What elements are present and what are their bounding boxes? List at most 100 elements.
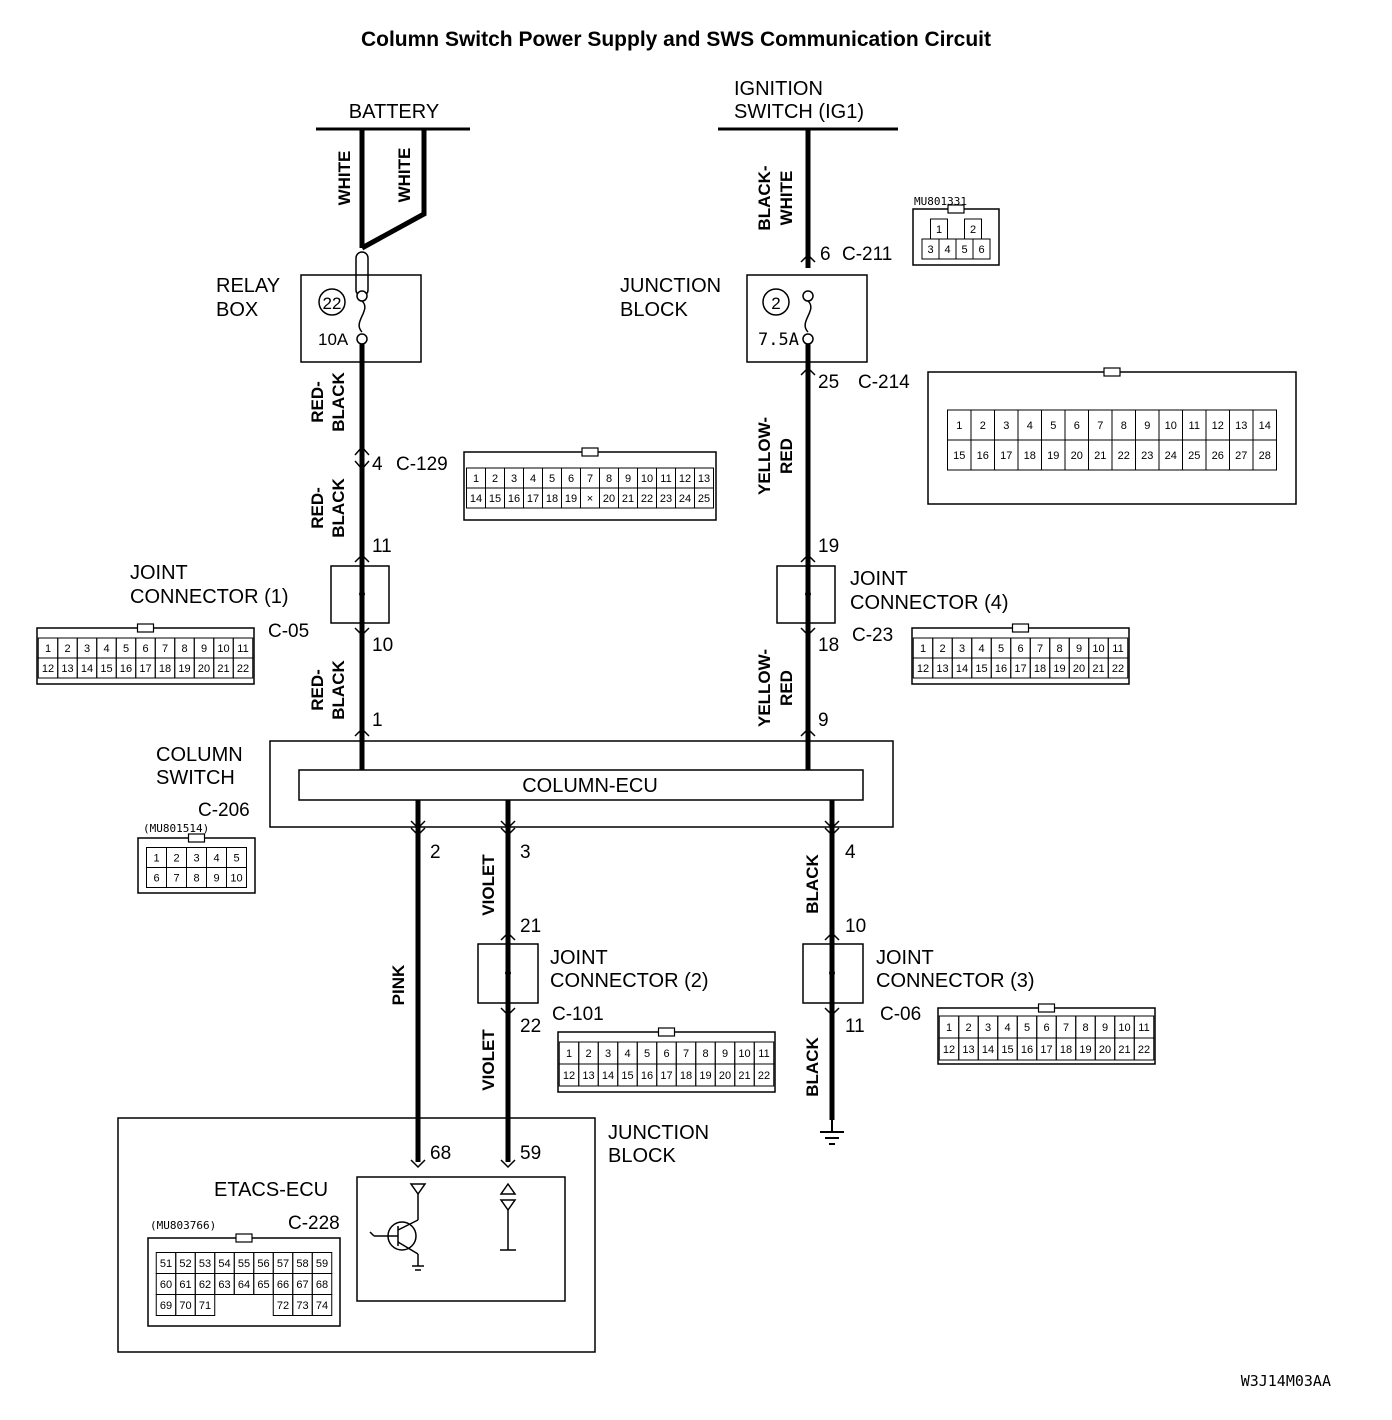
cavity-number: 5 <box>644 1048 650 1060</box>
jb-top-label-1: JUNCTION <box>620 275 721 297</box>
connector-c05-label: C-05 <box>268 621 309 642</box>
cavity-number: 15 <box>975 663 987 675</box>
cavity-number: 14 <box>956 663 968 675</box>
comm-terminal-icon <box>499 1182 517 1251</box>
cavity-number: 5 <box>1024 1022 1030 1034</box>
cavity-number: 12 <box>1212 420 1224 432</box>
cavity-number: 21 <box>217 663 229 675</box>
cavity-number: 13 <box>1235 420 1247 432</box>
cavity-number: 13 <box>936 663 948 675</box>
cavity-number: 10 <box>230 873 242 885</box>
connector-mark <box>500 820 516 837</box>
cavity-number: 22 <box>641 493 653 505</box>
connector-latch <box>947 204 965 214</box>
pin-jc3-in: 10 <box>845 916 866 937</box>
cavity-number: 16 <box>977 450 989 462</box>
cavity-number: 1 <box>153 853 159 865</box>
connector-housing <box>36 627 255 685</box>
jc2-label-1: JOINT <box>550 947 608 969</box>
cavity-number: 24 <box>679 493 691 505</box>
cavity-number: 61 <box>179 1279 191 1291</box>
wire-label-bw-2: WHITE <box>777 171 796 226</box>
cavity-number: 73 <box>296 1300 308 1312</box>
cavity-number: 2 <box>492 473 498 485</box>
wire-label-rb1-2: BLACK <box>329 372 348 432</box>
cavity-number: 15 <box>953 450 965 462</box>
cavity-number: 6 <box>1017 643 1023 655</box>
wire-label-black-a: BLACK <box>803 854 822 914</box>
connector-mark <box>800 727 816 737</box>
pin-jc4-in: 19 <box>818 536 839 557</box>
jc2-label-2: CONNECTOR (2) <box>550 970 709 992</box>
connector-mark <box>500 931 516 941</box>
part-number-mu803766: (MU803766) <box>150 1219 216 1232</box>
connector-mark <box>800 627 816 637</box>
cavity-number: 71 <box>199 1300 211 1312</box>
cavity-number: 3 <box>1003 420 1009 432</box>
relay-fuse-rating: 10A <box>318 330 349 349</box>
cavity-number: 10 <box>217 643 229 655</box>
cavity-number: 15 <box>1001 1044 1013 1056</box>
cavity-number: 16 <box>641 1070 653 1082</box>
cavity-number: 3 <box>84 643 90 655</box>
cavity-number: 7 <box>1063 1022 1069 1034</box>
connector-mark <box>410 1159 426 1169</box>
joint-connector-2 <box>477 943 539 1004</box>
connector-mark <box>354 553 370 563</box>
cavity-number: 12 <box>563 1070 575 1082</box>
pin-jc1-in: 11 <box>372 536 392 557</box>
pin-c211: 6 <box>820 244 831 265</box>
diagram-id: W3J14M03AA <box>1241 1372 1331 1390</box>
cavity-number: 54 <box>218 1258 230 1270</box>
cavity-number: 59 <box>316 1258 328 1270</box>
etacs-ecu-box <box>356 1176 566 1302</box>
cavity-number: 18 <box>1060 1044 1072 1056</box>
cavity-number: 3 <box>959 643 965 655</box>
cavity-number: 72 <box>277 1300 289 1312</box>
cavity-number: 1 <box>45 643 51 655</box>
cavity-number: 12 <box>679 473 691 485</box>
cavity-number: 9 <box>1144 420 1150 432</box>
battery-wire-b <box>360 129 427 251</box>
connector-cavity <box>226 867 247 888</box>
cavity-number: 69 <box>160 1300 172 1312</box>
cavity-number: 14 <box>470 493 482 505</box>
cavity-number: 9 <box>201 643 207 655</box>
wire-label-rb2-2: BLACK <box>329 478 348 538</box>
junction-dot <box>829 970 835 976</box>
cavity-number: 13 <box>582 1070 594 1082</box>
cavity-number: 20 <box>1099 1044 1111 1056</box>
cavity-number: 9 <box>722 1048 728 1060</box>
cavity-number: 2 <box>173 853 179 865</box>
cavity-number: 3 <box>985 1022 991 1034</box>
cavity-number: 4 <box>1027 420 1033 432</box>
cavity-number: 6 <box>978 244 984 256</box>
cavity-number: 5 <box>123 643 129 655</box>
cavity-number: 19 <box>1053 663 1065 675</box>
connector-cavity <box>1133 1037 1155 1061</box>
cavity-number: 22 <box>237 663 249 675</box>
wire-label-yr1-2: RED <box>777 438 796 474</box>
cavity-number: 11 <box>237 643 248 655</box>
cavity-number: 6 <box>142 643 148 655</box>
connector-cavity <box>1107 657 1129 679</box>
cavity-number: 8 <box>1082 1022 1088 1034</box>
cavity-number: 21 <box>738 1070 750 1082</box>
pin-cs-3: 3 <box>520 842 531 863</box>
fuse-number-circle <box>762 288 790 316</box>
connector-latch <box>657 1027 676 1037</box>
cavity-number: 1 <box>956 420 962 432</box>
wire-label-white-b: WHITE <box>395 148 414 203</box>
fuse-terminal <box>802 290 814 302</box>
jb-top-label-2: BLOCK <box>620 299 688 321</box>
cavity-number: 10 <box>738 1048 750 1060</box>
cavity-number: 5 <box>998 643 1004 655</box>
cavity-number: 22 <box>1118 450 1130 462</box>
cavity-number: 25 <box>1188 450 1200 462</box>
jc4-label-1: JOINT <box>850 568 908 590</box>
pin-c214: 25 <box>818 372 839 393</box>
connector-latch <box>235 1233 253 1243</box>
transistor-icon <box>369 1183 427 1271</box>
